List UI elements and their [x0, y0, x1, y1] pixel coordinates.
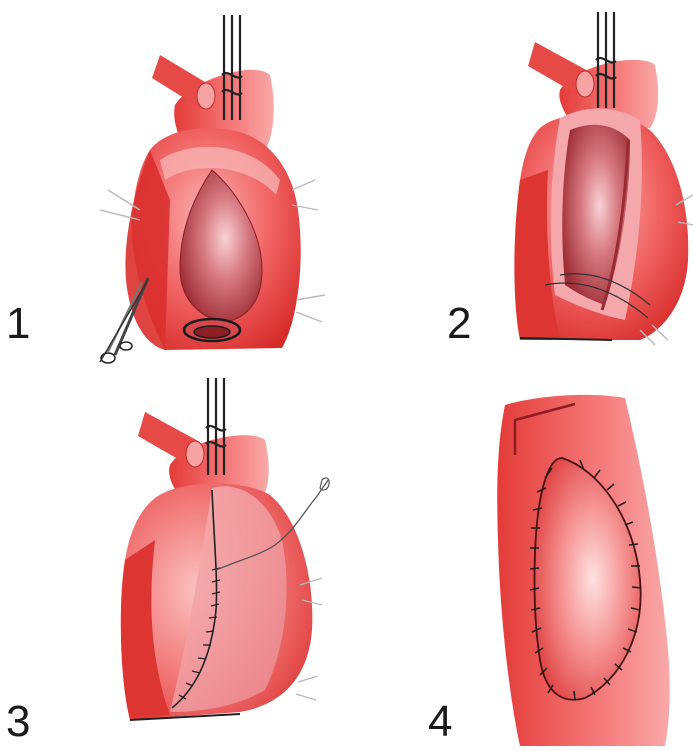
step-number-3: 3: [6, 700, 30, 744]
needle-icon: [320, 478, 329, 490]
traction-sutures: [222, 15, 242, 120]
panel-1: [100, 15, 325, 363]
branch-opening: [197, 83, 215, 109]
traction-sutures: [596, 12, 616, 108]
branch-opening: [186, 441, 204, 467]
step-number-1: 1: [6, 302, 30, 346]
panel-2: [514, 12, 693, 345]
panel-4: [497, 395, 669, 746]
panel-3: [121, 378, 329, 720]
step-number-2: 2: [447, 302, 471, 346]
traction-sutures: [206, 378, 226, 475]
branch-opening: [576, 71, 594, 97]
lower-orifice-inner: [194, 326, 230, 338]
step-number-4: 4: [428, 700, 452, 744]
